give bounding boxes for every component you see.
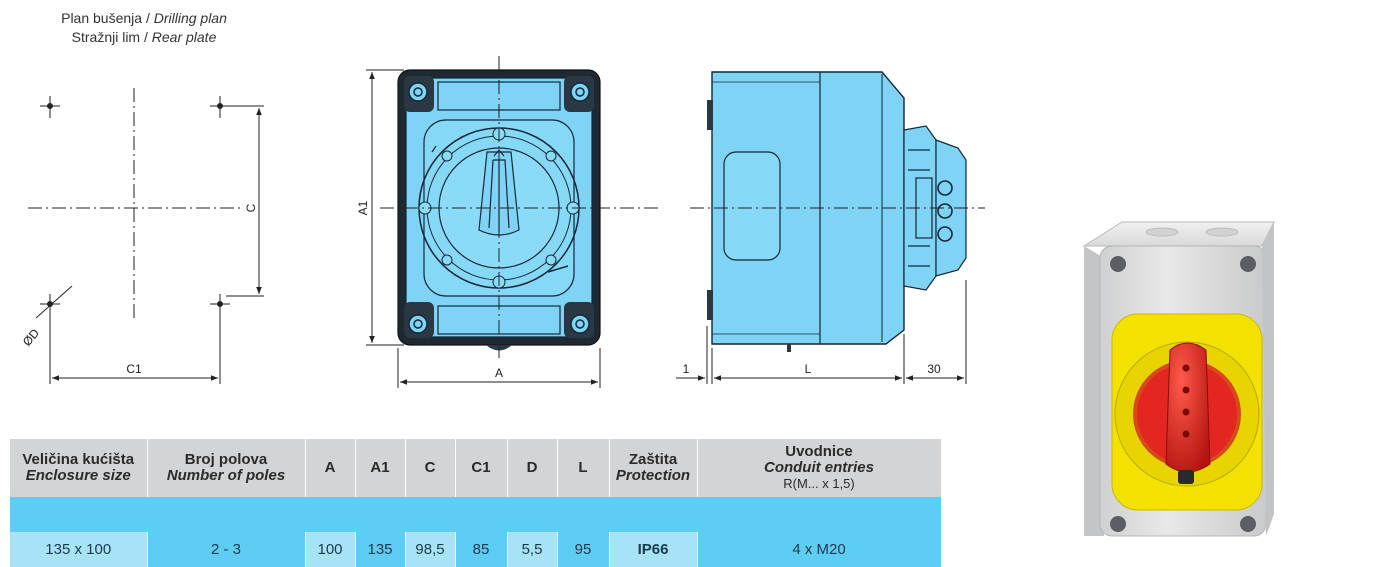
drill-hole-top-right: [210, 96, 230, 118]
front-screw-bottom-left: [408, 314, 428, 334]
drilling-plan-caption: Plan bušenja / Drilling plan Stražnji li…: [34, 9, 254, 47]
front-screw-top-right: [570, 82, 590, 102]
drilling-plan-drawing: [28, 88, 264, 384]
header-l: L: [557, 439, 610, 497]
dimension-c1-label: C1: [126, 362, 142, 376]
cell-enclosure-size: 135 x 100: [10, 532, 148, 567]
cell-l: 95: [557, 532, 610, 567]
dimension-1-label: 1: [683, 362, 690, 376]
product-red-handle: [1165, 342, 1211, 484]
front-screw-top-left: [408, 82, 428, 102]
cell-a: 100: [305, 532, 356, 567]
side-view-drawing: [690, 71, 985, 352]
table-row: 135 x 100 2 - 3 100 135 98,5 85 5,5 95 I…: [10, 532, 942, 567]
dimension-l-label: L: [805, 362, 812, 376]
cell-poles: 2 - 3: [147, 532, 306, 567]
product-photo: [1082, 221, 1275, 537]
technical-drawings: C C1 ØD: [20, 56, 985, 388]
header-c: C: [405, 439, 456, 497]
front-view-drawing: [380, 56, 660, 358]
dimension-od-line: [35, 285, 73, 319]
dimension-a1-label: A1: [356, 200, 370, 215]
header-a1: A1: [355, 439, 406, 497]
header-a: A: [305, 439, 356, 497]
header-c1: C1: [455, 439, 508, 497]
dimension-od-label: ØD: [20, 326, 43, 349]
dimension-a-label: A: [495, 366, 503, 380]
cell-d: 5,5: [507, 532, 558, 567]
cell-c1: 85: [455, 532, 508, 567]
drill-hole-top-left: [40, 96, 60, 118]
caption-line-1: Plan bušenja / Drilling plan: [61, 10, 227, 26]
cell-conduit: 4 x M20: [697, 532, 942, 567]
caption-line-2: Stražnji lim / Rear plate: [71, 29, 217, 45]
dimension-c-label: C: [244, 203, 258, 212]
cell-protection: IP66: [609, 532, 698, 567]
cell-a1: 135: [355, 532, 406, 567]
dimension-30-label: 30: [927, 362, 941, 376]
cell-c: 98,5: [405, 532, 456, 567]
header-d: D: [507, 439, 558, 497]
front-screw-bottom-right: [570, 314, 590, 334]
